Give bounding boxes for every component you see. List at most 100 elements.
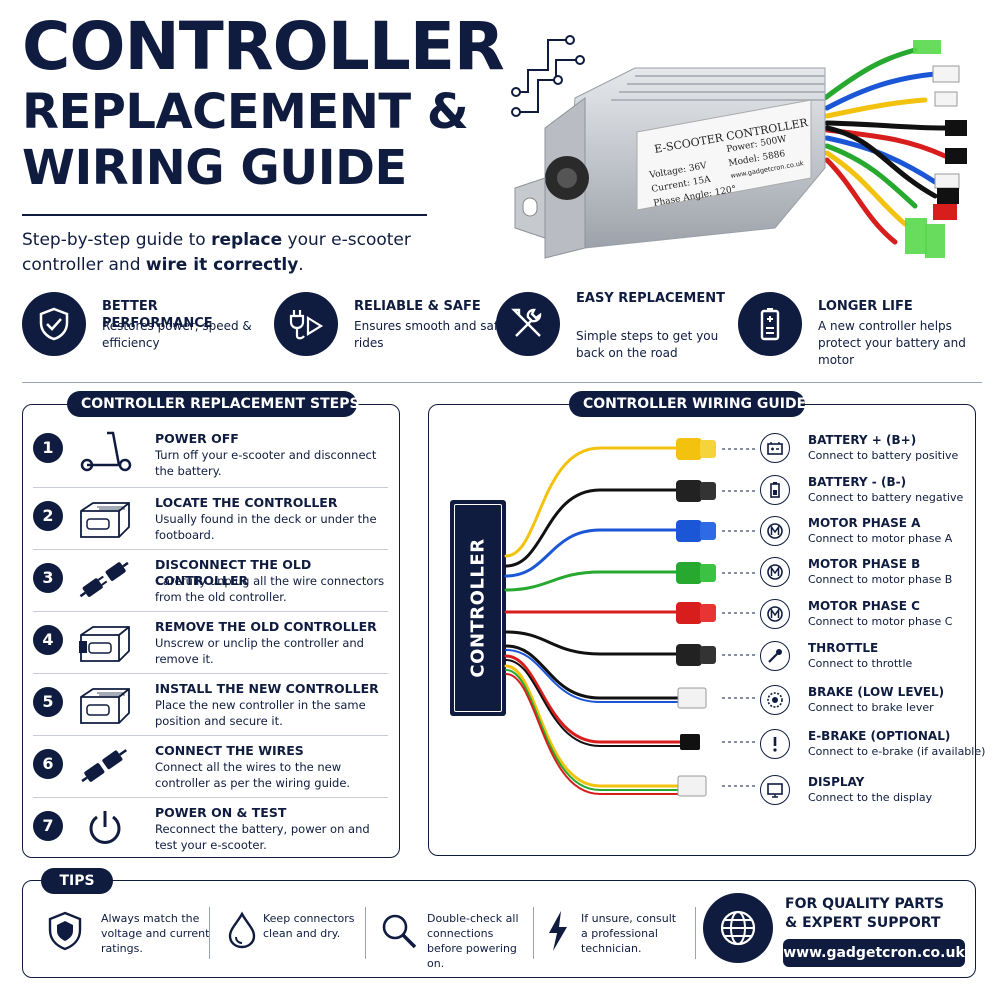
shield-check-icon bbox=[39, 307, 69, 341]
tip-divider bbox=[695, 907, 696, 959]
benefit-desc: Restores power, speed & efficiency bbox=[102, 319, 252, 350]
wire-icon-circle bbox=[760, 516, 790, 546]
benefit-desc: A new controller helps protect your batt… bbox=[818, 319, 966, 367]
brake-icon bbox=[767, 692, 783, 708]
subtitle: Step-by-step guide to replace your e-sco… bbox=[22, 228, 442, 278]
globe-icon bbox=[720, 910, 756, 946]
wire-battery-negative bbox=[504, 488, 682, 568]
motor-icon bbox=[767, 606, 783, 622]
step-number: 5 bbox=[33, 687, 63, 717]
alert-icon bbox=[773, 737, 777, 752]
benefit-icon-circle bbox=[496, 292, 560, 356]
subtitle-part: . bbox=[298, 255, 304, 275]
steps-panel-title: CONTROLLER REPLACEMENT STEPS bbox=[67, 391, 360, 417]
steps-panel: CONTROLLER REPLACEMENT STEPS 1 POWER OFF… bbox=[22, 391, 400, 859]
throttle-icon bbox=[768, 649, 782, 663]
wire-icon-circle bbox=[760, 729, 790, 759]
wire-icon-circle bbox=[760, 641, 790, 671]
wire-desc: Connect to motor phase B bbox=[808, 573, 953, 586]
step-desc: Place the new controller in the same pos… bbox=[155, 698, 366, 728]
wire-desc: Connect to motor phase C bbox=[808, 615, 953, 628]
plug-icon bbox=[289, 310, 324, 340]
benefits-row: BETTER PERFORMANCE Restores power, speed… bbox=[22, 290, 982, 370]
step-number: 6 bbox=[33, 749, 63, 779]
step-desc: Connect all the wires to the new control… bbox=[155, 760, 351, 790]
wire-legend-throttle: THROTTLE Connect to throttle bbox=[760, 637, 970, 677]
globe-icon-circle bbox=[703, 893, 773, 963]
tip-divider bbox=[365, 907, 366, 959]
benefit-title: EASY REPLACEMENT bbox=[576, 291, 725, 306]
benefit-title: LONGER LIFE bbox=[818, 299, 913, 314]
wire-legend-motor-c: MOTOR PHASE C Connect to motor phase C bbox=[760, 595, 970, 635]
wire-icon-circle bbox=[760, 475, 790, 505]
title-line-2: REPLACEMENT & bbox=[22, 84, 469, 140]
website-link[interactable]: www.gadgetcron.co.uk bbox=[783, 939, 965, 967]
step-number: 4 bbox=[33, 625, 63, 655]
benefit-icon-circle bbox=[738, 292, 802, 356]
benefit-title: BETTER PERFORMANCE bbox=[102, 299, 213, 331]
step-title: POWER OFF bbox=[155, 431, 239, 446]
wire-ebrake bbox=[504, 654, 682, 744]
wire-icon-circle bbox=[760, 599, 790, 629]
tip-text: Always match the voltage and current rat… bbox=[101, 912, 210, 955]
wire-desc: Connect to the display bbox=[808, 791, 933, 804]
display-icon bbox=[767, 783, 783, 798]
wire-title: E-BRAKE (OPTIONAL) bbox=[808, 729, 951, 743]
wiring-panel: CONTROLLER WIRING GUIDE bbox=[428, 391, 976, 856]
step-title: POWER ON & TEST bbox=[155, 805, 287, 820]
wire-display bbox=[504, 664, 682, 788]
step-number: 7 bbox=[33, 811, 63, 841]
wire-desc: Connect to brake lever bbox=[808, 701, 934, 714]
step-number: 3 bbox=[33, 563, 63, 593]
wire-motor-a bbox=[504, 528, 682, 578]
wire-legend-brake: BRAKE (LOW LEVEL) Connect to brake lever bbox=[760, 681, 970, 721]
step-1: 1 POWER OFF Turn off your e-scooter and … bbox=[23, 423, 398, 485]
tips-title: TIPS bbox=[41, 868, 113, 894]
wire-title: DISPLAY bbox=[808, 775, 865, 789]
title-divider bbox=[22, 214, 427, 216]
step-5: 5 INSTALL THE NEW CONTROLLER Place the n… bbox=[23, 673, 398, 735]
wire-throttle bbox=[504, 630, 682, 656]
step-title: CONNECT THE WIRES bbox=[155, 743, 304, 758]
tips-panel: TIPS Always match the voltage and curren… bbox=[22, 868, 976, 978]
wire-title: BRAKE (LOW LEVEL) bbox=[808, 685, 945, 699]
step-4: 4 REMOVE THE OLD CONTROLLER Unscrew or u… bbox=[23, 611, 398, 673]
tip-divider bbox=[209, 907, 210, 959]
wire-battery-positive bbox=[504, 446, 682, 558]
benefit-icon-circle bbox=[274, 292, 338, 356]
motor-icon bbox=[767, 523, 783, 539]
benefit-better-performance: BETTER PERFORMANCE Restores power, speed… bbox=[22, 290, 262, 370]
step-desc: Usually found in the deck or under the f… bbox=[155, 512, 377, 542]
step-number: 1 bbox=[33, 433, 63, 463]
tools-icon bbox=[511, 308, 542, 337]
wire-desc: Connect to throttle bbox=[808, 657, 913, 670]
tip-item: If unsure, consult a professional techni… bbox=[543, 905, 693, 965]
wire-legend-motor-a: MOTOR PHASE A Connect to motor phase A bbox=[760, 512, 970, 552]
step-title: REMOVE THE OLD CONTROLLER bbox=[155, 619, 377, 634]
subtitle-bold: replace bbox=[211, 230, 283, 250]
battery-icon bbox=[770, 482, 780, 498]
wire-icon-circle bbox=[760, 433, 790, 463]
drop-icon bbox=[228, 911, 256, 949]
power-icon bbox=[89, 811, 121, 844]
step-desc: Unscrew or unclip the controller and rem… bbox=[155, 636, 364, 666]
wire-title: MOTOR PHASE B bbox=[808, 557, 921, 571]
wire-legend-battery-positive: BATTERY + (B+) Connect to battery positi… bbox=[760, 429, 970, 469]
step-desc: Reconnect the battery, power on and test… bbox=[155, 822, 370, 852]
wire-legend-motor-b: MOTOR PHASE B Connect to motor phase B bbox=[760, 553, 970, 593]
step-divider bbox=[33, 673, 388, 674]
step-3: 3 DISCONNECT THE OLD CONTROLLER Carefull… bbox=[23, 549, 398, 611]
step-divider bbox=[33, 549, 388, 550]
connector-icon bbox=[81, 749, 128, 783]
subtitle-part: Step-by-step guide to bbox=[22, 230, 212, 250]
wire-title: THROTTLE bbox=[808, 641, 879, 655]
wire-title: BATTERY + (B+) bbox=[808, 433, 917, 447]
benefit-desc: Ensures smooth and safe rides bbox=[354, 319, 506, 350]
wire-icon-circle bbox=[760, 775, 790, 805]
step-7: 7 POWER ON & TEST Reconnect the battery,… bbox=[23, 797, 398, 859]
step-title: LOCATE THE CONTROLLER bbox=[155, 495, 338, 510]
magnifier-icon bbox=[382, 914, 417, 949]
controller-block: CONTROLLER bbox=[450, 500, 506, 716]
wire-desc: Connect to battery negative bbox=[808, 491, 964, 504]
